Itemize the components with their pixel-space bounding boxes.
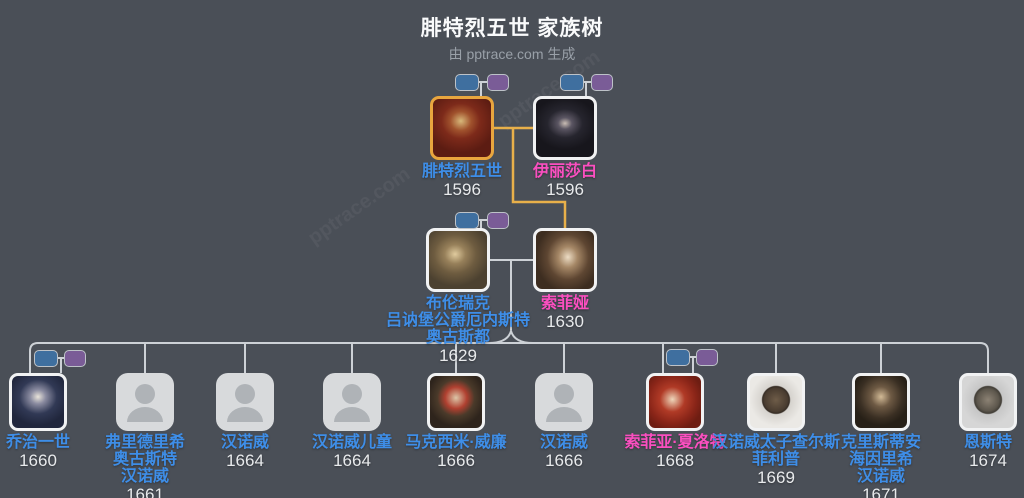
page-subtitle: 由 pptrace.com 生成 xyxy=(448,46,576,62)
portrait-sophia[interactable] xyxy=(533,228,597,292)
collapsed-female-icon[interactable] xyxy=(64,350,86,367)
portrait-george-i[interactable] xyxy=(9,373,67,431)
person-year: 1669 xyxy=(757,468,795,487)
placeholder-avatar[interactable] xyxy=(535,373,593,431)
person-node-ernest[interactable]: 恩斯特 1674 xyxy=(908,373,1024,470)
portrait-elizabeth[interactable] xyxy=(533,96,597,160)
placeholder-avatar[interactable] xyxy=(323,373,381,431)
person-year: 1596 xyxy=(546,180,584,199)
collapsed-female-icon[interactable] xyxy=(487,212,509,229)
person-name: 伊丽莎白 xyxy=(532,163,597,180)
person-year: 1674 xyxy=(969,451,1007,470)
person-icon xyxy=(554,384,574,404)
person-node-charles-philip[interactable]: 汉诺威太子查尔斯 菲利普 1669 xyxy=(696,373,856,487)
person-name: 索菲娅 xyxy=(540,295,589,312)
collapsed-female-icon[interactable] xyxy=(696,349,718,366)
person-year: 1668 xyxy=(656,451,694,470)
person-icon xyxy=(235,384,255,404)
person-node-sophia-charlotte[interactable]: 索菲亚·夏洛特 1668 xyxy=(595,373,755,470)
collapsed-female-icon[interactable] xyxy=(591,74,613,91)
person-year: 1664 xyxy=(226,451,264,470)
person-name: 汉诺威 xyxy=(220,434,269,451)
person-node-frederick-v[interactable]: 腓特烈五世 1596 xyxy=(382,96,542,199)
person-node-sophia[interactable]: 索菲娅 1630 xyxy=(485,228,645,331)
person-year: 1666 xyxy=(545,451,583,470)
person-year: 1664 xyxy=(333,451,371,470)
person-node-ernest-augustus[interactable]: 布伦瑞克 吕讷堡公爵厄内斯特 奥古斯都 1629 xyxy=(378,228,538,365)
person-node-friedrich-august[interactable]: 弗里德里希 奥古斯特 汉诺威 1661 xyxy=(65,373,225,498)
person-year: 1666 xyxy=(437,451,475,470)
person-name: 恩斯特 xyxy=(963,434,1012,451)
collapsed-male-icon[interactable] xyxy=(666,349,690,366)
person-year: 1630 xyxy=(546,312,584,331)
person-node-george-i[interactable]: 乔治一世 1660 xyxy=(0,373,118,470)
person-name: 索菲亚·夏洛特 xyxy=(624,434,726,451)
person-name: 腓特烈五世 xyxy=(421,163,502,180)
person-node-christian-heinrich[interactable]: 克里斯蒂安 海因里希 汉诺威 1671 xyxy=(801,373,961,498)
person-node-maximilian-william[interactable]: 马克西米·威廉 1666 xyxy=(376,373,536,470)
person-name: 乔治一世 xyxy=(5,434,70,451)
person-year: 1629 xyxy=(439,346,477,365)
person-name: 汉诺威太子查尔斯 菲利普 xyxy=(711,434,840,468)
portrait-ernest[interactable] xyxy=(959,373,1017,431)
portrait-christian-heinrich[interactable] xyxy=(852,373,910,431)
placeholder-avatar[interactable] xyxy=(116,373,174,431)
collapsed-male-icon[interactable] xyxy=(455,74,479,91)
person-year: 1660 xyxy=(19,451,57,470)
portrait-charles-philip[interactable] xyxy=(747,373,805,431)
person-name: 汉诺威 xyxy=(539,434,588,451)
person-name: 马克西米·威廉 xyxy=(405,434,507,451)
collapsed-male-icon[interactable] xyxy=(455,212,479,229)
person-icon xyxy=(342,384,362,404)
person-node-elizabeth[interactable]: 伊丽莎白 1596 xyxy=(485,96,645,199)
collapsed-male-icon[interactable] xyxy=(34,350,58,367)
person-name: 布伦瑞克 吕讷堡公爵厄内斯特 奥古斯都 xyxy=(385,295,530,346)
collapsed-male-icon[interactable] xyxy=(560,74,584,91)
portrait-maximilian-william[interactable] xyxy=(427,373,485,431)
person-name: 克里斯蒂安 海因里希 汉诺威 xyxy=(840,434,921,485)
person-year: 1596 xyxy=(443,180,481,199)
person-icon xyxy=(135,384,155,404)
person-node-hanover-child[interactable]: 汉诺威儿童 1664 xyxy=(272,373,432,470)
portrait-ernest-augustus[interactable] xyxy=(426,228,490,292)
person-year: 1661 xyxy=(126,485,164,498)
person-name: 汉诺威儿童 xyxy=(311,434,392,451)
portrait-sophia-charlotte[interactable] xyxy=(646,373,704,431)
person-node-hanover-1664a[interactable]: 汉诺威 1664 xyxy=(165,373,325,470)
placeholder-avatar[interactable] xyxy=(216,373,274,431)
person-year: 1671 xyxy=(862,485,900,498)
person-name: 弗里德里希 奥古斯特 汉诺威 xyxy=(104,434,185,485)
portrait-frederick-v[interactable] xyxy=(430,96,494,160)
collapsed-female-icon[interactable] xyxy=(487,74,509,91)
person-node-hanover-1666[interactable]: 汉诺威 1666 xyxy=(484,373,644,470)
page-title: 腓特烈五世 家族树 xyxy=(420,17,604,40)
